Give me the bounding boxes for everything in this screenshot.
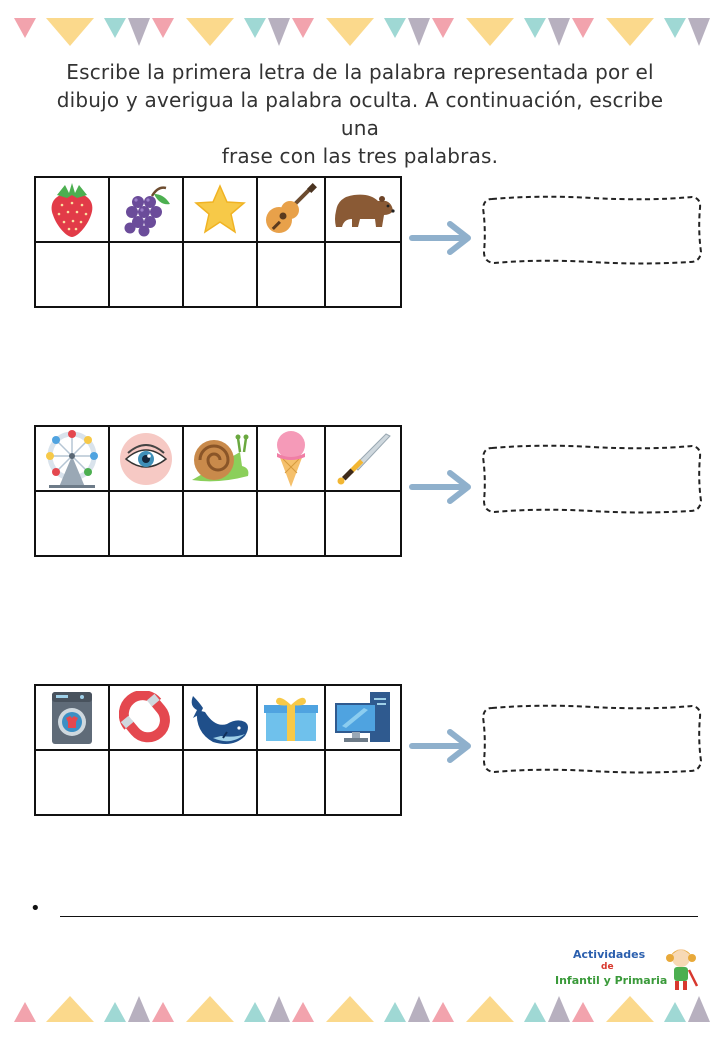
computer-icon bbox=[335, 691, 390, 742]
ice-cream-icon bbox=[277, 430, 305, 487]
letter-cell[interactable] bbox=[182, 241, 258, 308]
washing-machine-icon bbox=[52, 691, 92, 744]
letter-cell[interactable] bbox=[256, 749, 326, 816]
bunting-decoration-bottom bbox=[14, 996, 710, 1022]
letter-cell[interactable] bbox=[34, 241, 110, 308]
letter-cell[interactable] bbox=[34, 749, 110, 816]
instructions-line-2: dibujo y averigua la palabra oculta. A c… bbox=[56, 88, 664, 140]
instructions-text: Escribe la primera letra de la palabra r… bbox=[40, 58, 680, 170]
bunting-decoration-top bbox=[14, 18, 710, 46]
bunting-flags bbox=[14, 18, 710, 46]
picture-cell bbox=[34, 684, 110, 751]
instructions-line-1: Escribe la primera letra de la palabra r… bbox=[66, 60, 654, 84]
letter-row bbox=[34, 241, 402, 308]
snail-icon bbox=[192, 434, 249, 481]
letter-cell[interactable] bbox=[256, 241, 326, 308]
picture-cell bbox=[182, 176, 258, 243]
letter-cell[interactable] bbox=[256, 490, 326, 557]
guitar-icon bbox=[266, 182, 317, 233]
letter-cell[interactable] bbox=[182, 490, 258, 557]
sentence-answer-line[interactable] bbox=[60, 916, 698, 917]
picture-cell bbox=[324, 176, 402, 243]
bear-icon bbox=[335, 194, 395, 227]
arrow-right-icon bbox=[409, 729, 471, 763]
publisher-logo: Actividades de Infantil y Primaria bbox=[555, 946, 705, 992]
picture-cell bbox=[182, 684, 258, 751]
picture-cell bbox=[108, 176, 184, 243]
letter-cell[interactable] bbox=[182, 749, 258, 816]
child-mascot-icon bbox=[666, 949, 699, 990]
gift-icon bbox=[264, 697, 318, 741]
arrow-right-icon bbox=[409, 221, 471, 255]
letter-row bbox=[34, 749, 402, 816]
arrow-right-icon bbox=[409, 470, 471, 504]
bullet-point: • bbox=[30, 898, 41, 919]
puzzle-grid-3 bbox=[34, 684, 402, 816]
logo-line-3: Infantil y Primaria bbox=[555, 974, 668, 987]
letter-cell[interactable] bbox=[324, 749, 402, 816]
ferris-wheel-icon bbox=[46, 429, 98, 488]
picture-row bbox=[34, 425, 402, 492]
strawberry-icon bbox=[51, 182, 93, 237]
picture-row bbox=[34, 176, 402, 243]
picture-cell bbox=[108, 684, 184, 751]
logo-line-2: de bbox=[601, 962, 614, 972]
hidden-word-box-3[interactable] bbox=[480, 703, 704, 775]
letter-cell[interactable] bbox=[108, 749, 184, 816]
eye-icon bbox=[120, 432, 172, 485]
magnet-icon bbox=[119, 690, 170, 742]
letter-cell[interactable] bbox=[108, 490, 184, 557]
sword-icon bbox=[337, 432, 391, 484]
letter-cell[interactable] bbox=[324, 490, 402, 557]
picture-cell bbox=[256, 425, 326, 492]
picture-cell bbox=[256, 684, 326, 751]
sentence-answer-row: • bbox=[30, 893, 700, 923]
puzzle-grid-1 bbox=[34, 176, 402, 308]
logo-line-1: Actividades bbox=[573, 948, 646, 961]
letter-cell[interactable] bbox=[108, 241, 184, 308]
grapes-icon bbox=[124, 185, 170, 236]
picture-cell bbox=[324, 684, 402, 751]
bunting-triangles bbox=[14, 996, 710, 1022]
instructions-line-3: frase con las tres palabras. bbox=[221, 144, 499, 168]
letter-cell[interactable] bbox=[34, 490, 110, 557]
picture-cell bbox=[256, 176, 326, 243]
picture-cell bbox=[34, 425, 110, 492]
puzzle-grid-2 bbox=[34, 425, 402, 557]
whale-icon bbox=[191, 695, 248, 744]
picture-cell bbox=[34, 176, 110, 243]
picture-cell bbox=[182, 425, 258, 492]
letter-cell[interactable] bbox=[324, 241, 402, 308]
picture-cell bbox=[108, 425, 184, 492]
picture-cell bbox=[324, 425, 402, 492]
hidden-word-box-1[interactable] bbox=[480, 194, 704, 266]
hidden-word-box-2[interactable] bbox=[480, 443, 704, 515]
letter-row bbox=[34, 490, 402, 557]
star-icon bbox=[194, 183, 246, 234]
picture-row bbox=[34, 684, 402, 751]
